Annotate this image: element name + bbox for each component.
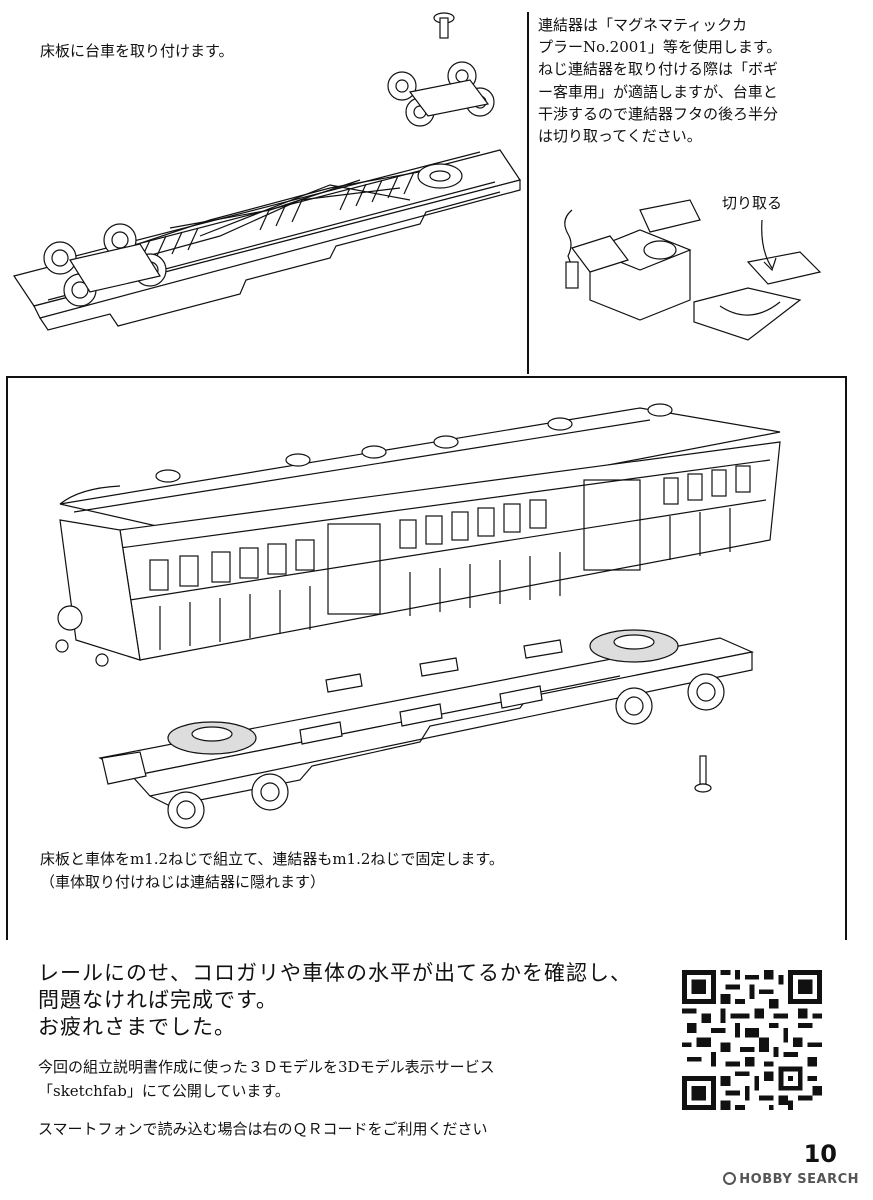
sketchfab-line-1: 今回の組立説明書作成に使った３Ｄモデルを3Dモデル表示サービス	[38, 1057, 495, 1076]
completion-section: レールにのせ、コロガリや車体の水平が出てるかを確認し、 問題なければ完成です。 …	[38, 960, 678, 1141]
coupler-instructions: 連結器は「マグネマティックカ プラーNo.2001」等を使用します。 ねじ連結器…	[538, 14, 868, 147]
coupler-line: 連結器は「マグネマティックカ	[538, 16, 748, 34]
car-body-illustration	[55, 403, 781, 667]
floor-frame-illustration	[98, 629, 754, 829]
watermark-logo-icon	[723, 1172, 737, 1185]
coupler-line: ー客車用」が適語しますが、台車と	[538, 82, 778, 101]
divider-vertical-left	[6, 376, 8, 940]
divider-horizontal	[6, 376, 846, 378]
watermark: HOBBY SEARCH	[723, 1172, 859, 1187]
underframe-illustration	[13, 12, 521, 331]
completion-line-3: お疲れさまでした。	[38, 1014, 236, 1039]
page-number: 10	[803, 1140, 837, 1168]
divider-vertical-top	[527, 12, 529, 374]
coupler-illustration	[564, 199, 822, 341]
watermark-text: HOBBY SEARCH	[739, 1172, 859, 1187]
coupler-line: ねじ連結器を取り付ける際は「ボギ	[538, 60, 779, 79]
sketchfab-line-2: 「sketchfab」にて公開しています。	[38, 1081, 290, 1100]
qr-code-icon[interactable]	[682, 970, 822, 1110]
qr-instruction: スマートフォンで読み込む場合は右のＱＲコードをご利用ください	[38, 1119, 488, 1138]
completion-line-2: 問題なければ完成です。	[38, 987, 278, 1012]
assemble-line-1: 床板と車体をm1.2ねじで組立て、連結器もm1.2ねじで固定します。	[40, 850, 504, 868]
caption-attach-bogies: 床板に台車を取り付けます。	[40, 42, 234, 60]
coupler-line: 干渉するので連結器フタの後ろ半分	[538, 104, 779, 123]
coupler-line: プラーNo.2001」等を使用します。	[538, 38, 782, 57]
completion-line-1: レールにのせ、コロガリや車体の水平が出てるかを確認し、	[38, 961, 632, 985]
cut-off-label: 切り取る	[722, 194, 783, 212]
caption-assemble-body: 床板と車体をm1.2ねじで組立て、連結器もm1.2ねじで固定します。 （車体取り…	[40, 848, 504, 895]
divider-vertical-right	[845, 376, 847, 940]
assemble-line-2: （車体取り付けねじは連結器に隠れます）	[40, 873, 326, 892]
coupler-line: は切り取ってください。	[538, 126, 702, 145]
